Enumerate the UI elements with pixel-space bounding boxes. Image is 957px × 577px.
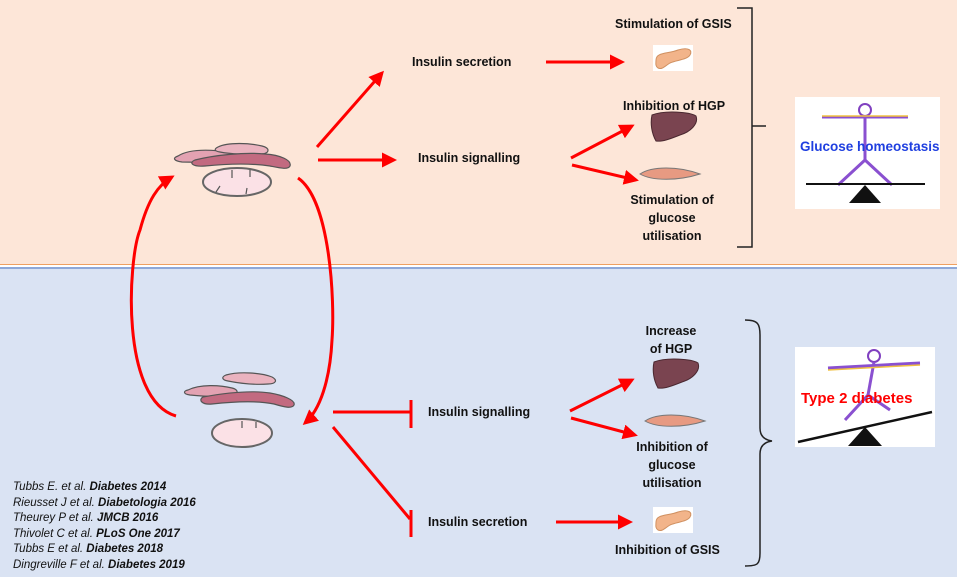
muscle-icon-disease: [644, 414, 707, 427]
label-disease-insulin-signalling: Insulin signalling: [428, 405, 531, 419]
arrow-to-insulin-secretion: [315, 70, 384, 148]
pancreas-icon-disease: [653, 507, 693, 533]
inhibit-insulin-secretion: [331, 426, 412, 520]
muscle-icon: [639, 167, 702, 180]
label-stimulation-glucose-utilisation: Stimulation of glucose utilisation: [630, 193, 714, 243]
cycle-arrow-up: [129, 175, 177, 418]
label-insulin-secretion: Insulin secretion: [412, 55, 512, 69]
cycle-arrow-down: [297, 176, 335, 425]
reference-item: Theurey P et al. JMCB 2016: [13, 512, 159, 524]
liver-icon: [650, 111, 698, 142]
reference-item: Thivolet C et al. PLoS One 2017: [13, 527, 180, 540]
balance-disease-icon: [795, 347, 935, 447]
reference-item: Rieusset J et al. Diabetologia 2016: [13, 496, 196, 509]
references-list: Tubbs E. et al. Diabetes 2014 Rieusset J…: [13, 480, 196, 573]
reference-item: Tubbs E et al. Diabetes 2018: [13, 543, 164, 555]
label-stimulation-gsis: Stimulation of GSIS: [615, 17, 732, 31]
panel-divider: [0, 264, 957, 265]
balance-healthy-icon: [795, 97, 940, 209]
reference-item: Dingreville F et al. Diabetes 2019: [13, 558, 185, 571]
label-insulin-signalling: Insulin signalling: [418, 151, 521, 165]
arrow-disease-hgp: [569, 378, 635, 413]
label-inhibition-hgp: Inhibition of HGP: [623, 99, 726, 113]
label-disease-insulin-secretion: Insulin secretion: [428, 515, 528, 529]
label-increase-hgp: Increase of HGP: [645, 324, 697, 356]
label-glucose-homeostasis: Glucose homeostasis: [800, 139, 940, 154]
label-type-2-diabetes: Type 2 diabetes: [801, 390, 913, 407]
arrow-to-muscle: [571, 163, 639, 185]
bracket-healthy: [737, 7, 766, 248]
bracket-disease: [744, 319, 773, 567]
pancreas-icon: [653, 45, 693, 71]
reference-item: Tubbs E. et al. Diabetes 2014: [13, 481, 167, 493]
mam-organelle-healthy-icon: [173, 142, 291, 197]
arrow-disease-muscle: [570, 416, 638, 440]
liver-icon-disease: [652, 358, 700, 389]
arrow-to-hgp: [570, 124, 635, 160]
label-inhibition-glucose-utilisation: Inhibition of glucose utilisation: [636, 440, 708, 490]
mam-organelle-disease-icon: [183, 372, 295, 448]
label-inhibition-gsis: Inhibition of GSIS: [615, 543, 720, 557]
panel-divider-blue: [0, 267, 957, 269]
